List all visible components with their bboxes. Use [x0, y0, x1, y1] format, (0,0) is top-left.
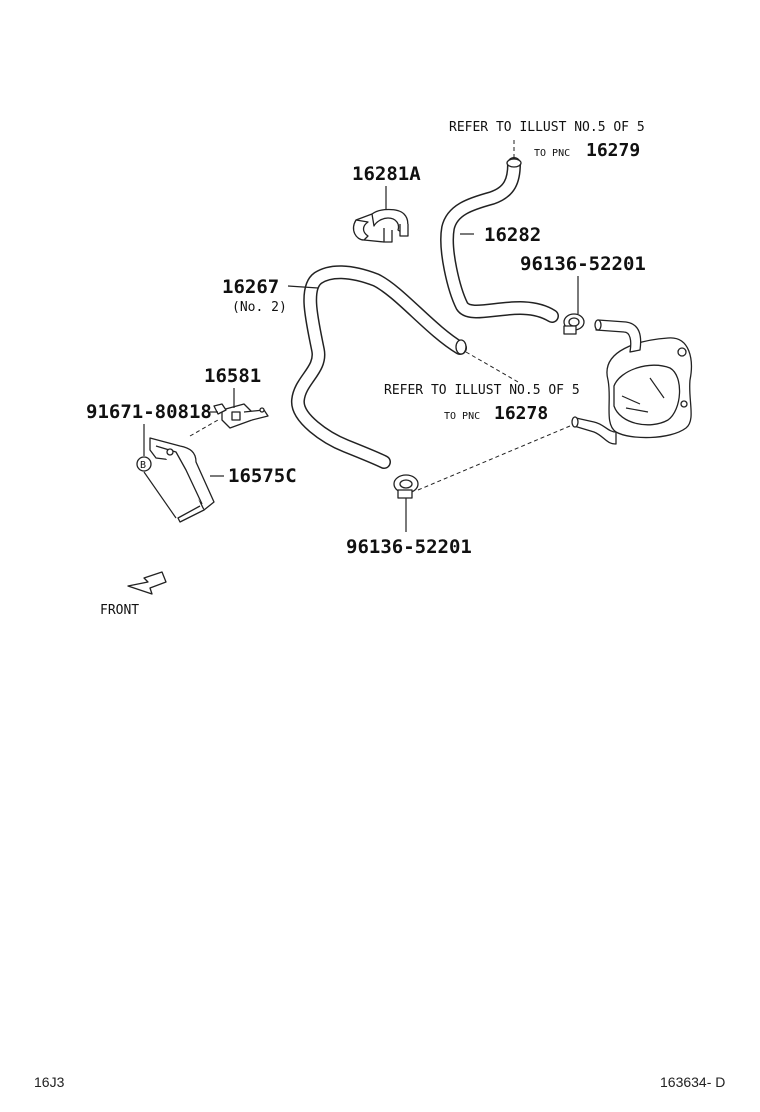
label-16267[interactable]: 16267: [222, 276, 279, 298]
front-label: FRONT: [100, 603, 139, 618]
ref-upper-prefix: TO PNC: [534, 148, 570, 159]
bracket-16575c[interactable]: [149, 437, 215, 523]
label-16281a[interactable]: 16281A: [352, 163, 421, 185]
label-bolt-marker: B: [140, 460, 146, 471]
label-91671-80818[interactable]: 91671-80818: [86, 401, 212, 423]
clamp-16281a[interactable]: [352, 208, 409, 243]
label-96136-upper[interactable]: 96136-52201: [520, 253, 646, 275]
clamp-96136-lower[interactable]: [393, 474, 419, 499]
pump-body: [571, 319, 693, 445]
ref-upper-line1: REFER TO ILLUST NO.5 OF 5: [449, 120, 645, 135]
bolt-marker-b: [136, 456, 152, 472]
footer-left-code: 16J3: [34, 1074, 65, 1090]
leader-lines: [143, 186, 579, 532]
ref-lower-line1: REFER TO ILLUST NO.5 OF 5: [384, 383, 580, 398]
hose-16267[interactable]: [291, 265, 467, 469]
label-16575c[interactable]: 16575C: [228, 465, 297, 487]
dashed-references: [189, 140, 571, 491]
hose-16282[interactable]: [440, 157, 559, 323]
front-arrow-icon: [127, 571, 167, 595]
vsv-16581[interactable]: [213, 403, 269, 429]
ref-lower-pnc[interactable]: 16278: [494, 403, 548, 424]
label-16581[interactable]: 16581: [204, 365, 261, 387]
ref-lower-prefix: TO PNC: [444, 411, 480, 422]
label-16282[interactable]: 16282: [484, 224, 541, 246]
ref-upper-pnc[interactable]: 16279: [586, 140, 640, 161]
clamp-96136-upper[interactable]: [563, 313, 585, 335]
footer-right-code: 163634- D: [660, 1074, 726, 1090]
label-16267-sub: (No. 2): [232, 300, 287, 315]
label-96136-lower[interactable]: 96136-52201: [346, 536, 472, 558]
